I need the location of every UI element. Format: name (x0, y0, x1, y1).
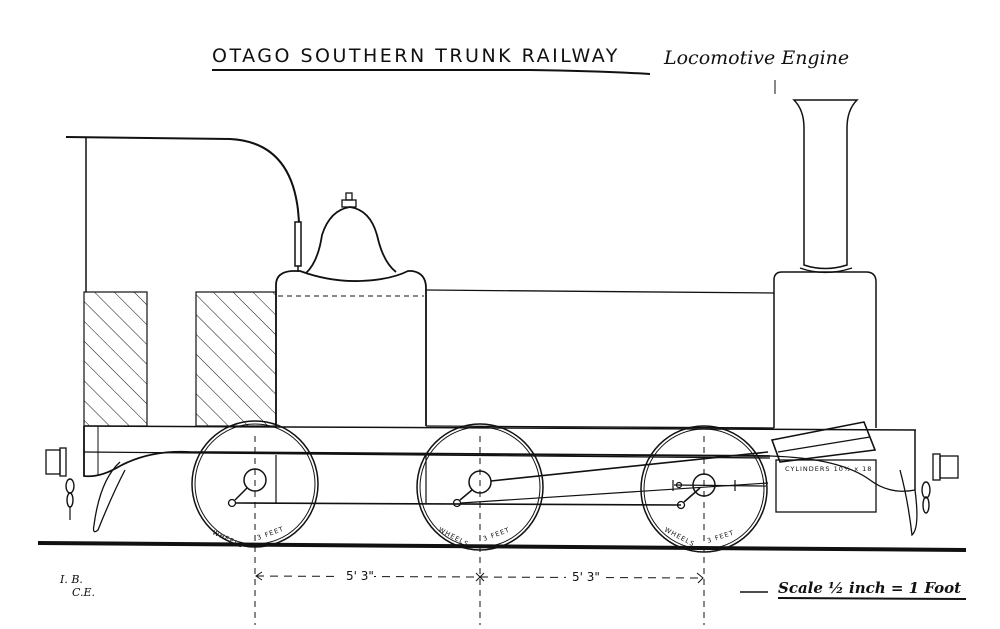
wheel-driving: WHEELS 3 FEET (416, 423, 544, 551)
axle-centerlines (254, 436, 705, 625)
rods (83, 451, 771, 506)
wheel-leading: WHEELS 3 FEET (640, 425, 768, 553)
chimney (774, 80, 859, 274)
drawing-title: OTAGO SOUTHERN TRUNK RAILWAY Locomotive … (212, 45, 849, 75)
rear-coupling (45, 447, 126, 533)
wheelbase-dimension: 5' 3" 5' 3" (255, 568, 704, 584)
dimension-label-1: 5' 3" (346, 569, 374, 583)
subtitle-text: Locomotive Engine (663, 47, 849, 69)
steam-dome (305, 192, 397, 274)
cylinder: CYLINDERS 10½ x 18 (770, 421, 877, 513)
signature-title: C.E. (72, 586, 95, 599)
scale-note: Scale ½ inch = 1 Foot (740, 579, 967, 600)
scale-text: Scale ½ inch = 1 Foot (778, 579, 961, 597)
signature-initials: I. B. (59, 573, 83, 586)
wheel-label-left: WHEELS (211, 529, 245, 550)
boiler-top (425, 289, 775, 294)
signature: I. B. C.E. (59, 573, 95, 599)
firebox (275, 270, 427, 426)
title-text: OTAGO SOUTHERN TRUNK RAILWAY (212, 45, 620, 67)
cab-side-panel-front (195, 291, 277, 427)
cab-side-panel-rear (83, 291, 148, 427)
wheel-label-right: 3 FEET (256, 525, 285, 542)
cab-roof (65, 136, 302, 292)
smokebox (773, 271, 877, 428)
front-coupling (899, 453, 959, 537)
title-underline (212, 69, 651, 75)
cylinders-label: CYLINDERS 10½ x 18 (785, 465, 872, 473)
dimension-label-2: 5' 3" (572, 570, 600, 584)
